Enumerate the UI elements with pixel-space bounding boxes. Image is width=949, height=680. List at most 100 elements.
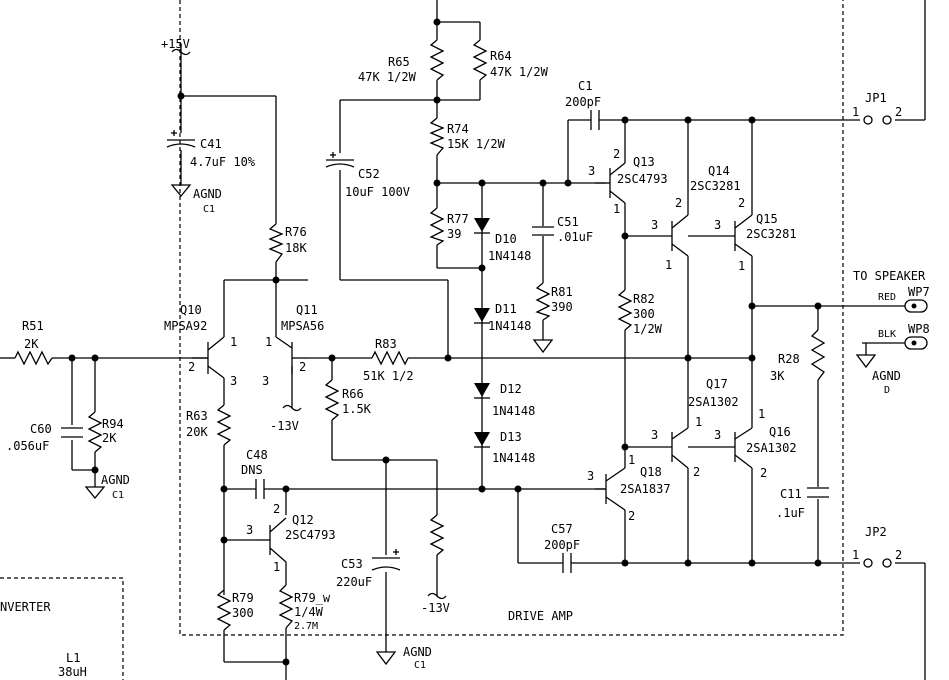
c57-ref: C57 bbox=[551, 522, 573, 536]
c48-symbol bbox=[255, 479, 265, 499]
r100-symbol bbox=[429, 514, 445, 556]
r83-ref: R83 bbox=[375, 337, 397, 351]
q13-pin3: 3 bbox=[588, 164, 595, 178]
c52-symbol bbox=[325, 152, 355, 168]
c11-val: .1uF bbox=[776, 506, 805, 520]
c51-symbol bbox=[532, 226, 554, 236]
q11-pin1: 1 bbox=[265, 335, 272, 349]
c57-val: 200pF bbox=[544, 538, 580, 552]
c52-val: 10uF 100V bbox=[345, 185, 410, 199]
junction-dots bbox=[68, 18, 822, 666]
agnd-sub-c53: C1 bbox=[414, 660, 426, 671]
q10-pin3: 3 bbox=[230, 374, 237, 388]
q13-symbol bbox=[595, 162, 626, 204]
jp1-pin1: 1 bbox=[852, 105, 859, 119]
q10-pin1: 1 bbox=[230, 335, 237, 349]
q17-pin3: 3 bbox=[651, 428, 658, 442]
q12-pin3: 3 bbox=[246, 523, 253, 537]
l1-val: 38uH bbox=[58, 665, 87, 679]
r28-symbol bbox=[810, 329, 826, 381]
r74-symbol bbox=[429, 117, 445, 156]
c51-val: .01uF bbox=[557, 230, 593, 244]
c41-symbol bbox=[166, 130, 196, 148]
r66-val: 1.5K bbox=[342, 402, 372, 416]
c41-ref: C41 bbox=[200, 137, 222, 151]
c60-ref: C60 bbox=[30, 422, 52, 436]
c51-ref: C51 bbox=[557, 215, 579, 229]
q12-ref: Q12 bbox=[292, 513, 314, 527]
r81-symbol bbox=[535, 282, 551, 321]
connector-symbols bbox=[171, 44, 928, 600]
drive-amp-block-border bbox=[179, 0, 844, 636]
r28-val: 3K bbox=[770, 369, 785, 383]
r82-watt: 1/2W bbox=[633, 322, 663, 336]
wp8-label: WP8 bbox=[908, 322, 930, 336]
r74-ref: R74 bbox=[447, 122, 469, 136]
labels: DRIVE AMP NVERTER +15V -13V -13V R51 2K … bbox=[0, 37, 930, 679]
q12-symbol bbox=[255, 517, 287, 563]
c57-symbol bbox=[562, 553, 572, 573]
r65-ref: R65 bbox=[388, 55, 410, 69]
q11-pin3: 3 bbox=[262, 374, 269, 388]
q10-pin2: 2 bbox=[188, 360, 195, 374]
q12-pin1: 1 bbox=[273, 560, 280, 574]
q17-pin1: 1 bbox=[695, 415, 702, 429]
c1-symbol bbox=[590, 110, 600, 130]
r79-ref: R79_w bbox=[294, 591, 331, 605]
c52-ref: C52 bbox=[358, 167, 380, 181]
q14-ref: Q14 bbox=[708, 164, 730, 178]
d12-ref: D12 bbox=[500, 382, 522, 396]
q11-ref: Q11 bbox=[296, 303, 318, 317]
agnd-c60-ground-icon bbox=[84, 486, 106, 500]
agnd-d-ground-icon bbox=[855, 343, 877, 369]
r65-symbol bbox=[429, 39, 445, 81]
c48-ref: C48 bbox=[246, 448, 268, 462]
q14-pin3: 3 bbox=[651, 218, 658, 232]
d12-symbol bbox=[474, 383, 490, 399]
agnd-sub-c41: C1 bbox=[203, 204, 215, 215]
q11-symbol bbox=[275, 336, 308, 378]
r74-val: 15K 1/2W bbox=[447, 137, 506, 151]
q13-pin2: 2 bbox=[613, 147, 620, 161]
r51-symbol bbox=[14, 350, 53, 366]
wp7-label: WP7 bbox=[908, 285, 930, 299]
c60-val: .056uF bbox=[6, 439, 49, 453]
q13-ref: Q13 bbox=[633, 155, 655, 169]
q16-pin2: 2 bbox=[760, 466, 767, 480]
q17-symbol bbox=[671, 427, 689, 469]
c60-symbol bbox=[61, 427, 83, 438]
q15-pin3: 3 bbox=[714, 218, 721, 232]
q10-ref: Q10 bbox=[180, 303, 202, 317]
r51-ref: R51 bbox=[22, 319, 44, 333]
d13-val: 1N4148 bbox=[492, 451, 535, 465]
r63-symbol bbox=[216, 404, 232, 446]
r94-symbol bbox=[87, 411, 103, 453]
q17-val: 2SA1302 bbox=[688, 395, 739, 409]
r80-symbol bbox=[216, 589, 232, 631]
q12-pin2: 2 bbox=[273, 502, 280, 516]
d11-symbol bbox=[474, 308, 490, 324]
agnd-label-c53: AGND bbox=[403, 645, 432, 659]
r64-ref: R64 bbox=[490, 49, 512, 63]
l1-ref: L1 bbox=[66, 651, 80, 665]
r76-val: 18K bbox=[285, 241, 307, 255]
r66-ref: R66 bbox=[342, 387, 364, 401]
q15-ref: Q15 bbox=[756, 212, 778, 226]
d10-ref: D10 bbox=[495, 232, 517, 246]
q18-ref: Q18 bbox=[640, 465, 662, 479]
r79-watt: 2.7M bbox=[294, 621, 318, 632]
r66-symbol bbox=[324, 379, 340, 421]
transistor-symbols bbox=[192, 162, 753, 563]
c53-symbol bbox=[371, 549, 401, 571]
c1-val: 200pF bbox=[565, 95, 601, 109]
q17-ref: Q17 bbox=[706, 377, 728, 391]
r80-val: 300 bbox=[232, 606, 254, 620]
q10-val: MPSA92 bbox=[164, 319, 207, 333]
q18-symbol bbox=[595, 447, 626, 511]
jp1-label: JP1 bbox=[865, 91, 887, 105]
r82-val: 300 bbox=[633, 307, 655, 321]
supply-pos-label: +15V bbox=[161, 37, 190, 51]
q16-val: 2SA1302 bbox=[746, 441, 797, 455]
c48-val: DNS bbox=[241, 463, 263, 477]
